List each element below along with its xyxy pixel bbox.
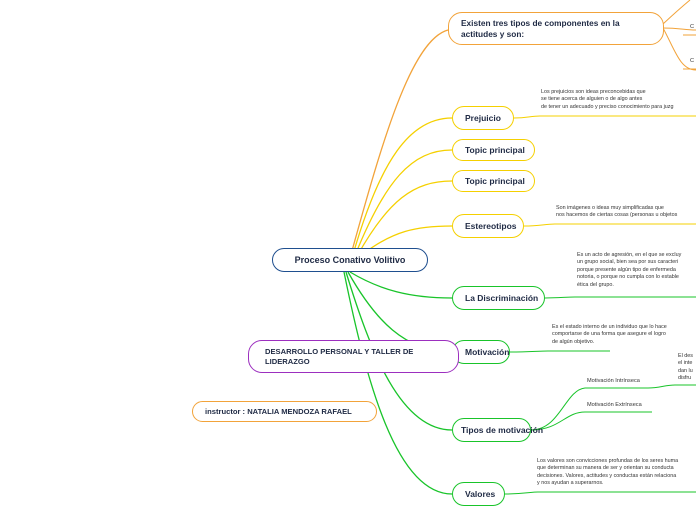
node-topic-principal-1-label: Topic principal — [465, 145, 525, 155]
note-prejuicio: Los prejuicios son ideas preconcebidas q… — [541, 89, 674, 110]
edge-topic2 — [355, 180, 453, 259]
node-discriminacion[interactable]: La Discriminación — [452, 286, 545, 310]
floating-instructor[interactable]: instructor : NATALIA MENDOZA RAFAEL — [192, 401, 377, 422]
floating-instructor-label: instructor : NATALIA MENDOZA RAFAEL — [205, 407, 352, 416]
node-estereotipos-label: Estereotipos — [465, 221, 517, 231]
floating-desarrollo-personal-label: DESARROLLO PERSONAL Y TALLER DE LIDERAZG… — [265, 346, 414, 366]
edge-top-right-0 — [662, 0, 691, 25]
node-motivacion[interactable]: Motivación — [452, 340, 510, 364]
edge-motivacion-note — [509, 350, 610, 353]
node-valores-label: Valores — [465, 489, 496, 499]
edge-prejuicio — [351, 117, 453, 259]
edge-top-node — [349, 29, 449, 259]
edge-discriminacion-note — [544, 296, 696, 299]
node-discriminacion-label: La Discriminación — [465, 293, 539, 303]
edge-discriminacion — [349, 271, 453, 299]
node-motivacion-label: Motivación — [465, 347, 510, 357]
edge-estereotipos-note — [523, 223, 696, 227]
node-components[interactable]: Existen tres tipos de componentes en la … — [448, 12, 664, 45]
central-topic[interactable]: Proceso Conativo Volitivo — [272, 248, 428, 272]
top-right-fragment-1: C — [690, 24, 695, 30]
node-tipos-motivacion[interactable]: Tipos de motivación — [452, 418, 543, 442]
edge-tipos-intrinseca — [530, 387, 648, 431]
edge-intrinseca-detail — [647, 384, 696, 389]
subtopic-motivacion-extrinseca[interactable]: Motivación Extrínseca — [587, 402, 642, 408]
top-right-fragment-2: C — [690, 58, 695, 64]
edge-tipos — [345, 271, 453, 431]
note-intrinseca-detail: El des el inte dan lu disfru — [678, 353, 693, 382]
central-topic-label: Proceso Conativo Volitivo — [294, 255, 406, 265]
node-components-label: Existen tres tipos de componentes en la … — [461, 17, 620, 39]
node-valores[interactable]: Valores — [452, 482, 505, 506]
edge-valores — [343, 271, 453, 495]
edge-top-right-1 — [662, 27, 696, 31]
note-motivacion: Es el estado interno de un individuo que… — [552, 324, 667, 345]
node-topic-principal-1[interactable]: Topic principal — [452, 139, 535, 161]
node-prejuicio-label: Prejuicio — [465, 113, 501, 123]
note-discriminacion: Es un acto de agresión, en el que se exc… — [577, 252, 682, 288]
note-valores: Los valores son convicciones profundas d… — [537, 458, 679, 487]
note-estereotipos: Son imágenes o ideas muy simplificadas q… — [556, 205, 678, 219]
edge-prejuicio-note — [513, 115, 696, 119]
edge-tipos-extrinseca — [530, 411, 652, 431]
edge-topic1 — [353, 149, 453, 259]
node-estereotipos[interactable]: Estereotipos — [452, 214, 524, 238]
node-topic-principal-2-label: Topic principal — [465, 176, 525, 186]
node-tipos-motivacion-label: Tipos de motivación — [461, 425, 544, 435]
edge-valores-note — [504, 491, 696, 495]
node-topic-principal-2[interactable]: Topic principal — [452, 170, 535, 192]
floating-desarrollo-personal[interactable]: DESARROLLO PERSONAL Y TALLER DE LIDERAZG… — [248, 340, 459, 373]
subtopic-motivacion-intrinseca[interactable]: Motivación Intrínseca — [587, 378, 640, 384]
node-prejuicio[interactable]: Prejuicio — [452, 106, 514, 130]
